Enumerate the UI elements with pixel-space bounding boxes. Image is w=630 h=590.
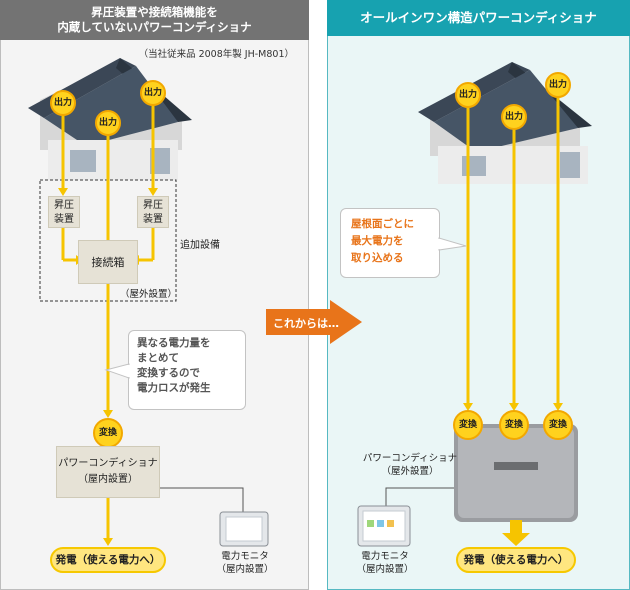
right-convert-badge-3: 変換	[543, 410, 573, 440]
power-loss-bubble-tail	[104, 363, 130, 379]
right-output-badge-3: 出力	[545, 72, 571, 98]
right-convert-badge-1: 変換	[453, 410, 483, 440]
transition-label: これからは…	[273, 317, 339, 330]
legacy-model-note: （当社従来品 2008年製 JH-M801）	[138, 49, 294, 60]
max-power-bubble: 屋根面ごとに 最大電力を 取り込める	[340, 208, 440, 278]
left-panel-title: 昇圧装置や接続箱機能を 内蔵していないパワーコンディショナ	[0, 0, 309, 40]
junction-box: 接続箱	[78, 240, 138, 284]
right-generation-pill: 発電（使える電力へ）	[456, 547, 576, 573]
right-panel-title: オールインワン構造パワーコンディショナ	[327, 0, 630, 36]
power-loss-bubble: 異なる電力量を まとめて 変換するので 電力ロスが発生	[128, 330, 246, 410]
left-generation-pill: 発電（使える電力へ）	[50, 547, 166, 573]
right-power-conditioner-label: パワーコンディショナ （屋外設置）	[362, 453, 458, 477]
left-monitor-label: 電力モニタ （屋内設置）	[216, 551, 274, 575]
right-output-badge-1: 出力	[455, 82, 481, 108]
left-booster-box-2: 昇圧 装置	[137, 196, 169, 228]
max-power-bubble-tail	[438, 237, 467, 251]
transition-arrow	[266, 300, 362, 344]
right-output-badge-2: 出力	[501, 104, 527, 130]
left-power-conditioner-box: パワーコンディショナ （屋内設置）	[56, 446, 160, 498]
left-output-badge-2: 出力	[95, 110, 121, 136]
right-monitor-label: 電力モニタ （屋内設置）	[356, 551, 414, 575]
left-output-badge-1: 出力	[50, 90, 76, 116]
left-convert-badge: 変換	[93, 418, 123, 448]
additional-equipment-label: 追加設備	[180, 240, 220, 251]
right-convert-badge-2: 変換	[499, 410, 529, 440]
left-output-badge-3: 出力	[140, 80, 166, 106]
right-power-conditioner-illustration	[454, 424, 578, 522]
outdoor-install-label: （屋外設置）	[120, 289, 178, 300]
left-booster-box-1: 昇圧 装置	[48, 196, 80, 228]
left-house-illustration	[28, 58, 192, 180]
